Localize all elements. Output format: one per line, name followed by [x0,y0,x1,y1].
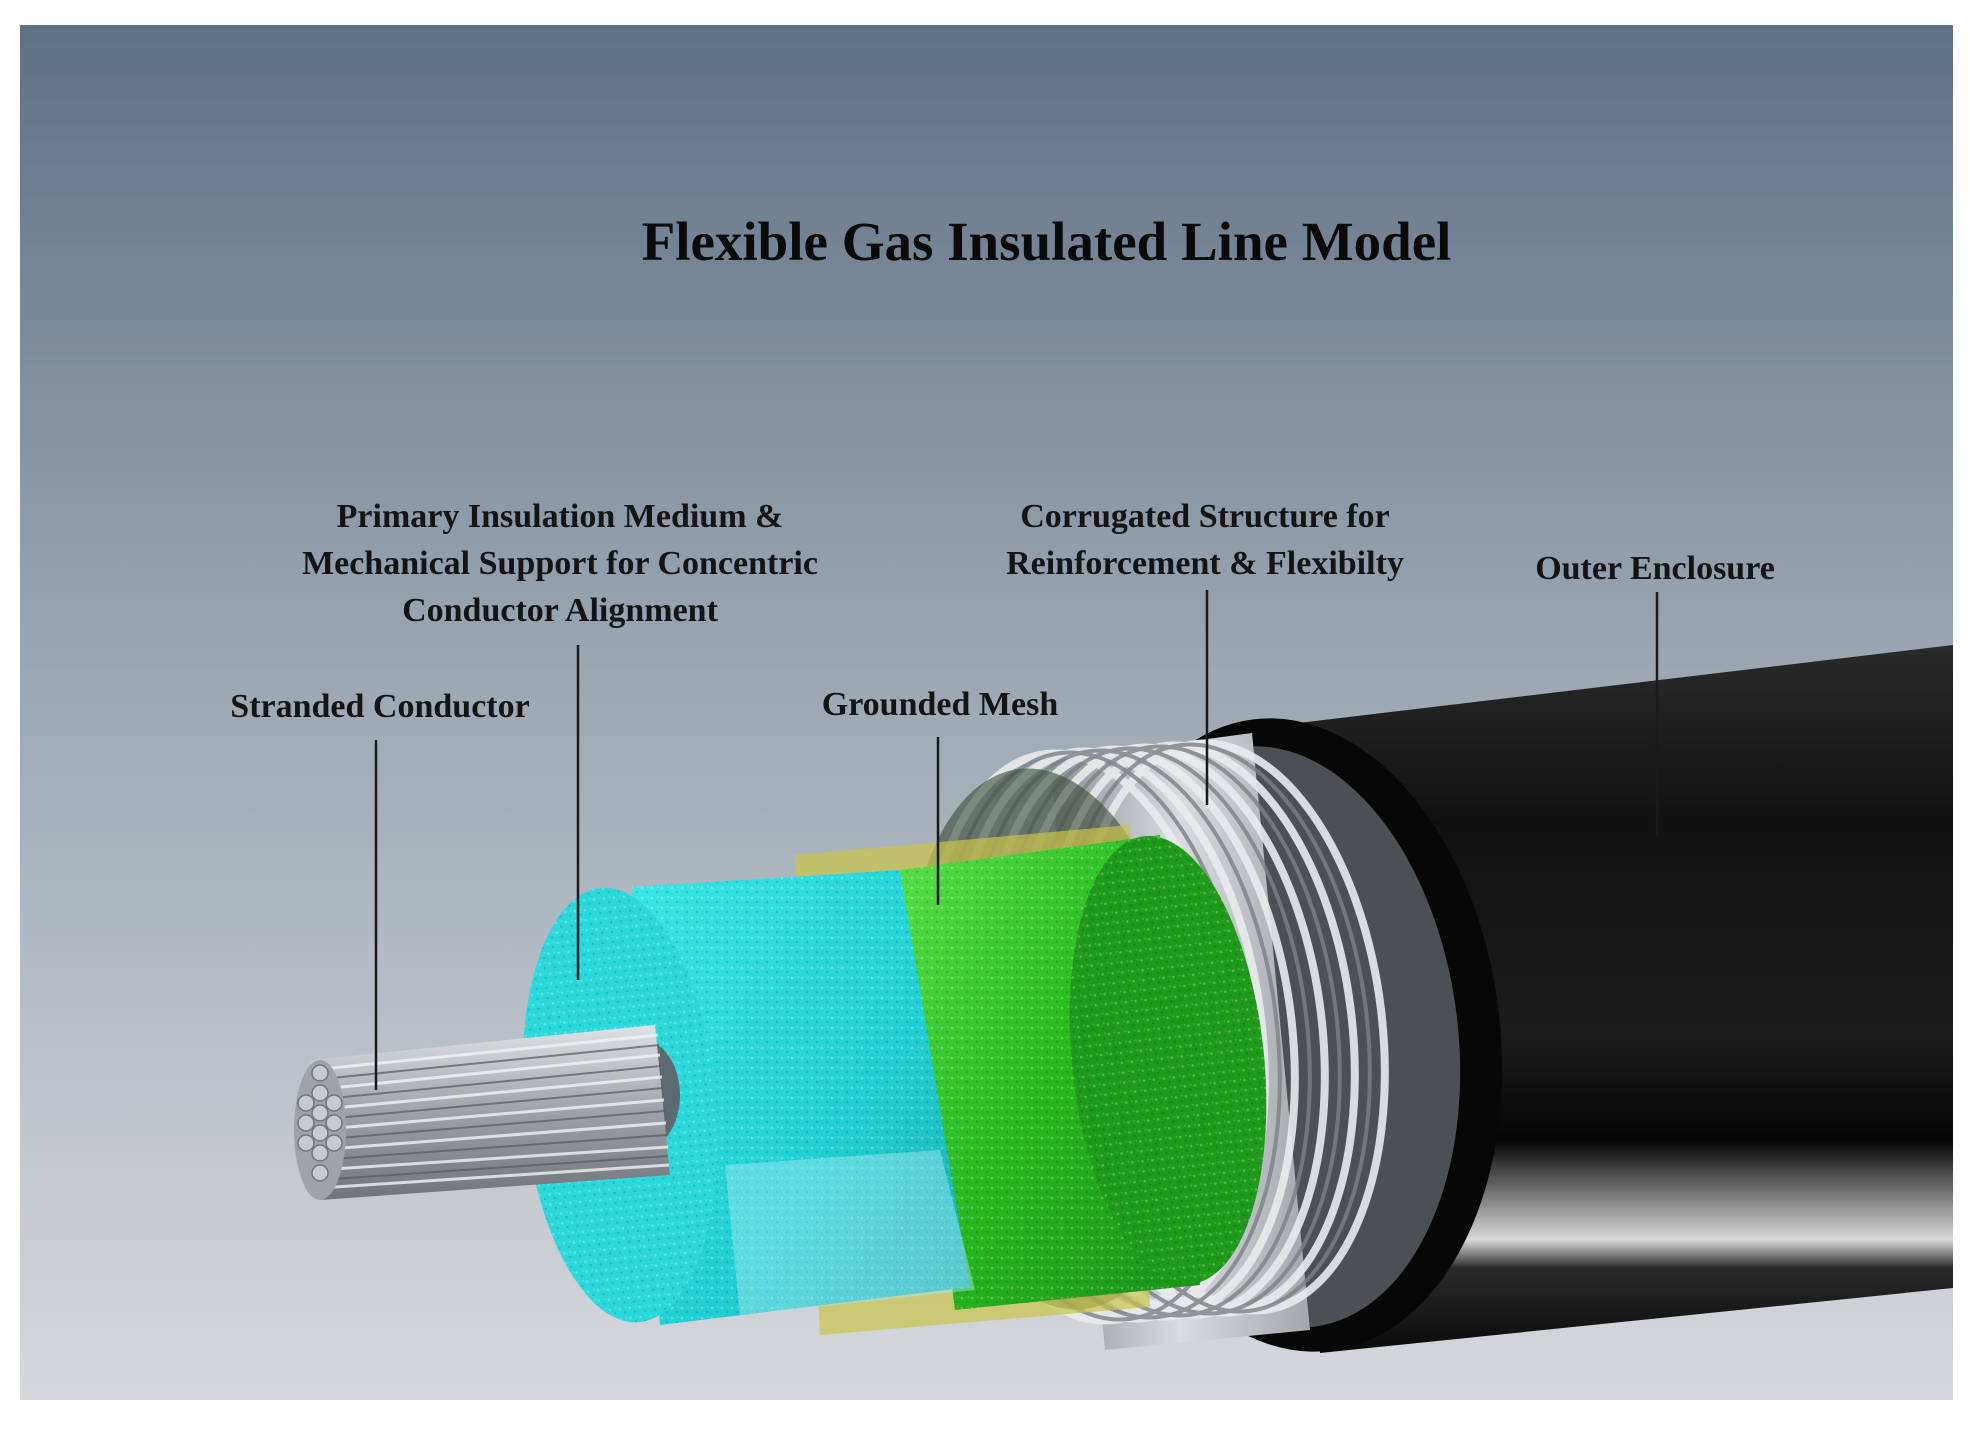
stranded-conductor-shape [294,1025,670,1200]
diagram-figure: Flexible Gas Insulated Line Model Strand… [20,25,1953,1400]
label-stranded-conductor: Stranded Conductor [230,688,530,725]
figure-title: Flexible Gas Insulated Line Model [641,211,1452,272]
label-grounded-mesh: Grounded Mesh [821,686,1059,723]
label-outer-enclosure: Outer Enclosure [1535,550,1775,587]
label-primary-insulation: Primary Insulation Medium & Mechanical S… [302,498,818,629]
grounded-mesh-shape [900,835,1267,1310]
cable-illustration [20,25,1953,1400]
label-corrugated-structure: Corrugated Structure for Reinforcement &… [1006,498,1404,582]
